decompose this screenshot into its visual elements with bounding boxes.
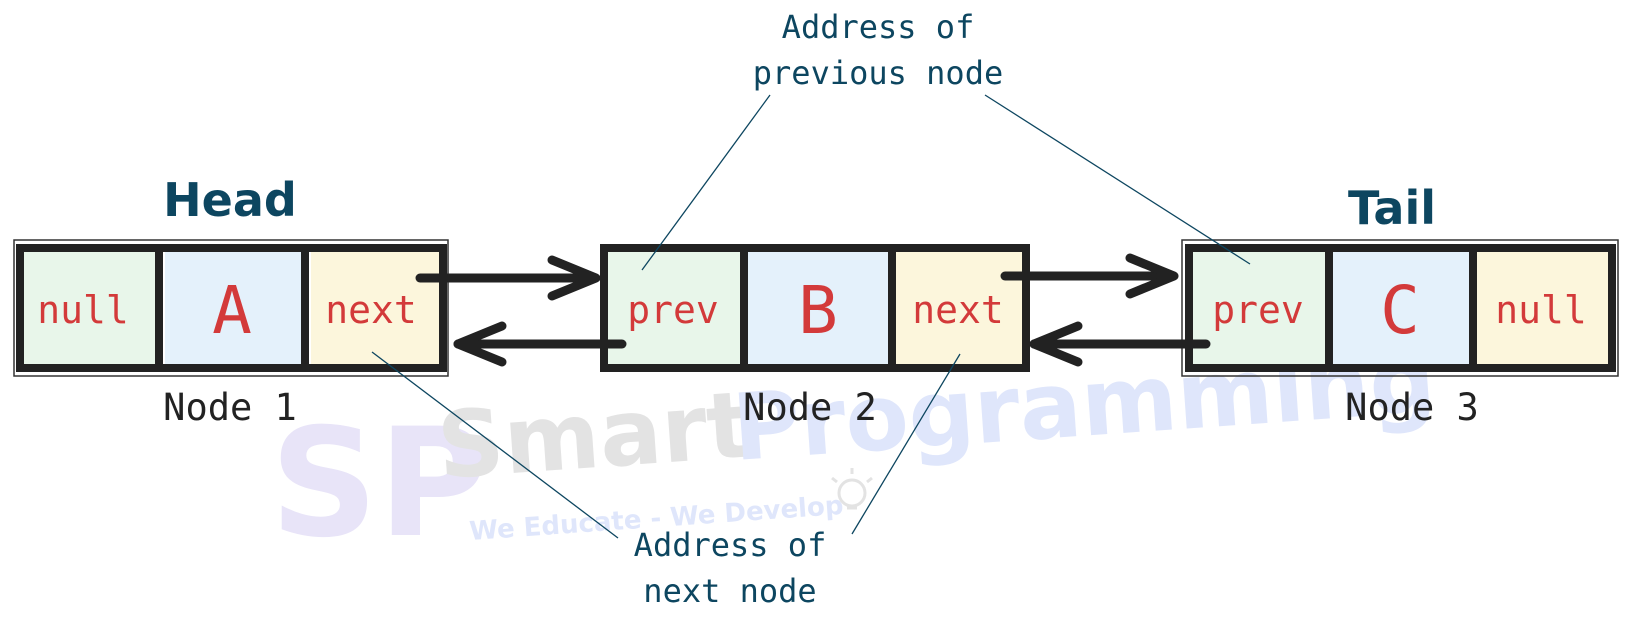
node-3-null-label: null [1495,288,1587,332]
node-1-next-label: next [325,288,417,332]
node-1-data-cell [165,250,303,365]
node-3-next-cell [1477,250,1609,365]
node-1-data-label: A [212,272,252,349]
annotation-prev-line2: previous node [753,54,1003,92]
arrow-node1-to-node2 [415,255,601,301]
node-3-caption: Node 3 [1345,386,1479,429]
node-3: prev C null Node 3 [1185,244,1616,429]
node-3-frame [1181,239,1619,377]
bulb-icon [831,468,873,510]
node-1-frame [13,239,449,377]
node-1-next-cell [311,250,441,365]
leader-next-node2 [851,353,961,535]
node-2-data-cell [748,250,888,365]
arrow-node2-to-node1 [453,321,627,367]
node-1: null A next Node 1 [16,244,447,429]
node-1-border [16,244,447,372]
node-1-caption: Node 1 [163,386,297,429]
leader-next-node1 [371,351,619,539]
node-1-prev-label: null [37,288,129,332]
node-3-data-label: C [1380,272,1420,349]
arrow-node2-to-node3 [1000,253,1179,299]
node-2-prev-label: prev [627,288,719,332]
annotation-prev-line1: Address of [782,8,975,46]
node-2-next-cell [896,250,1023,365]
node-2-prev-cell [606,250,740,365]
node-1-prev-cell [22,250,157,365]
node-2-next-label: next [912,288,1004,332]
annotation-next-line1: Address of [634,526,827,564]
annotation-next-line2: next node [643,572,816,610]
node-2-data-label: B [798,272,838,349]
watermark-word-smart: Smart [434,371,754,500]
node-3-border [1185,244,1616,372]
head-label: Head [163,173,297,227]
node-3-prev-cell [1191,250,1325,365]
watermark-logo: SP [270,397,488,571]
leader-prev-node3 [984,94,1251,265]
arrow-node3-to-node2 [1029,321,1211,367]
tail-label: Tail [1348,181,1436,235]
leader-prev-node2 [641,94,771,271]
node-2: prev B next Node 2 [600,244,1030,429]
node-3-prev-label: prev [1212,288,1304,332]
node-2-border [600,244,1030,372]
node-3-data-cell [1333,250,1469,365]
node-2-caption: Node 2 [743,386,877,429]
